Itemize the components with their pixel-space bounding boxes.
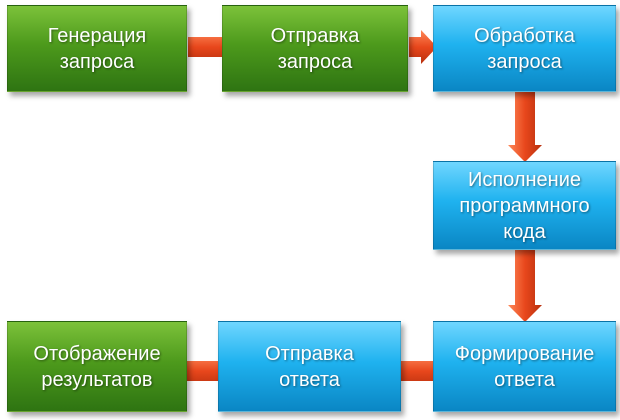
node-display-results: Отображение результатов bbox=[7, 321, 187, 412]
node-send-request-label: Отправка запроса bbox=[270, 24, 360, 73]
node-form-response: Формирование ответа bbox=[433, 321, 616, 412]
node-process-request: Обработка запроса bbox=[433, 5, 616, 92]
node-generation: Генерация запроса bbox=[7, 5, 187, 92]
arrow-process-request-to-execute-code bbox=[508, 92, 542, 162]
node-form-response-label: Формирование ответа bbox=[454, 342, 595, 391]
node-send-response-label: Отправка ответа bbox=[265, 342, 354, 391]
node-generation-label: Генерация запроса bbox=[47, 24, 147, 73]
node-execute-code: Исполнение программного кода bbox=[433, 161, 616, 250]
node-send-response: Отправка ответа bbox=[218, 321, 401, 412]
arrow-execute-code-to-form-response bbox=[508, 250, 542, 322]
node-display-results-label: Отображение результатов bbox=[33, 342, 161, 391]
node-execute-code-label: Исполнение программного кода bbox=[459, 168, 590, 243]
arrow-send-request-to-process-request bbox=[409, 30, 437, 64]
node-process-request-label: Обработка запроса bbox=[474, 24, 575, 73]
node-send-request: Отправка запроса bbox=[222, 5, 408, 92]
